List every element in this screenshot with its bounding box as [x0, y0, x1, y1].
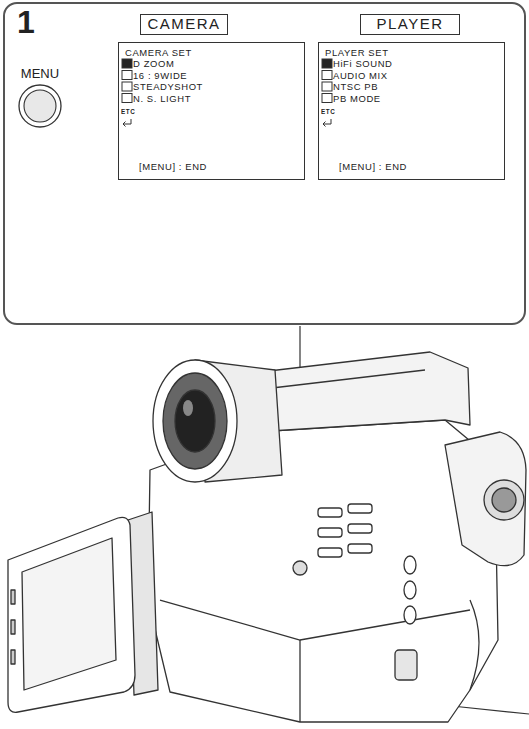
- menu-icon: [322, 71, 332, 80]
- eyepiece-glass: [492, 488, 516, 512]
- side-button: [318, 528, 342, 537]
- lens-ring: [163, 373, 227, 469]
- leader-line: [452, 706, 529, 714]
- eyepiece: [484, 480, 524, 520]
- menu-icon: [122, 94, 132, 103]
- step-panel: 1 CAMERA PLAYER MENU CAMERA SETD ZOOM16 : 9W…: [3, 2, 526, 325]
- menu-item: NTSC PB: [333, 81, 504, 93]
- button-symbol: [12, 80, 68, 130]
- side-button: [348, 524, 372, 533]
- side-button: [318, 508, 342, 517]
- body-edge: [299, 640, 300, 722]
- menu-item: STEADYSHOT: [133, 81, 304, 93]
- button-ring: [19, 85, 61, 127]
- menu-icon-label: ETC: [121, 107, 304, 116]
- lcd-panel: [8, 517, 135, 712]
- return-icon: [123, 119, 131, 127]
- power-switch: [395, 650, 417, 680]
- lens-highlight: [183, 400, 193, 416]
- menu-icon-label: ETC: [321, 107, 504, 116]
- handle-slot: [272, 370, 425, 388]
- button-cap: [24, 90, 56, 122]
- menu-item: HiFi SOUND: [333, 58, 504, 70]
- menu-icon: [322, 82, 332, 91]
- lcd-button: [11, 590, 15, 604]
- menu-end-hint: [MENU] : END: [339, 161, 504, 172]
- side-button: [348, 504, 372, 513]
- mode-tag: CAMERA: [140, 14, 227, 35]
- menu-button: [293, 561, 307, 575]
- menu-item: N. S. LIGHT: [133, 93, 304, 105]
- menu-title: CAMERA SET: [125, 47, 304, 58]
- lens-glass: [175, 390, 215, 452]
- mode-label: PLAYER: [376, 15, 443, 33]
- menu-item: PB MODE: [333, 93, 504, 105]
- lcd-screen: [22, 538, 116, 690]
- mode-label: CAMERA: [147, 15, 220, 33]
- menu-icon: [122, 82, 132, 91]
- step-number: 1: [17, 4, 35, 40]
- grip-strap: [470, 600, 479, 690]
- side-button: [404, 606, 416, 624]
- menu-item: AUDIO MIX: [333, 70, 504, 82]
- menu-icon: [122, 59, 132, 68]
- side-button: [404, 556, 416, 574]
- menu-button: MENU: [12, 64, 68, 130]
- side-button: [348, 544, 372, 553]
- menu-title: PLAYER SET: [325, 47, 504, 58]
- menu-screen: CAMERA SETD ZOOM16 : 9WIDESTEADYSHOTN. S…: [118, 42, 305, 180]
- menu-icon: [122, 71, 132, 80]
- mode-tag: PLAYER: [360, 14, 460, 35]
- body-edge: [160, 600, 470, 640]
- lcd-button: [11, 620, 15, 634]
- menu-end-hint: [MENU] : END: [139, 161, 304, 172]
- menu-screen: PLAYER SETHiFi SOUNDAUDIO MIXNTSC PBPB M…: [318, 42, 505, 180]
- menu-item: D ZOOM: [133, 58, 304, 70]
- side-button: [404, 581, 416, 599]
- menu-item: 16 : 9WIDE: [133, 70, 304, 82]
- viewfinder: [445, 432, 526, 566]
- return-icon: [323, 119, 331, 127]
- menu-icon: [322, 94, 332, 103]
- camcorder-illustration: [8, 352, 526, 722]
- lcd-button: [11, 650, 15, 664]
- button-label: MENU: [21, 66, 59, 81]
- side-button: [318, 548, 342, 557]
- menu-icons: [122, 59, 332, 127]
- menu-icon: [322, 59, 332, 68]
- lens-hood: [153, 360, 237, 482]
